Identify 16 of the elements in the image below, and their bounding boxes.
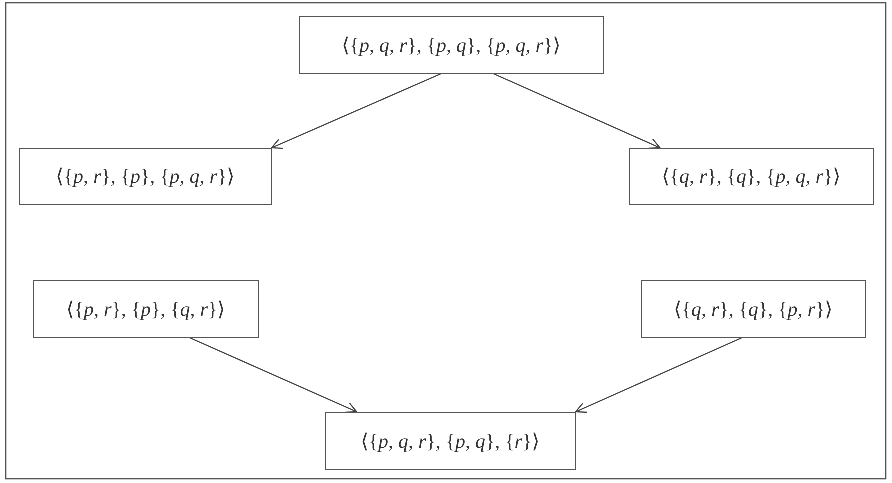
process-box <box>19 148 272 205</box>
tuple-label: ⟨{q, r}, {q}, {p, r}⟩ <box>674 298 834 322</box>
tuple-label: ⟨{p, q, r}, {p, q}, {p, q, r}⟩ <box>342 34 562 58</box>
tuple-label: ⟨{q, r}, {q}, {p, q, r}⟩ <box>662 165 842 189</box>
arrow <box>575 337 742 414</box>
process-box <box>33 280 259 338</box>
process-box <box>299 16 604 74</box>
process-box <box>629 148 874 205</box>
arrow <box>494 73 661 150</box>
tuple-label: ⟨{p, q, r}, {p, q}, {r}⟩ <box>360 430 540 454</box>
process-box <box>641 280 866 338</box>
process-box <box>325 412 576 470</box>
arrow <box>271 73 442 150</box>
arrow <box>190 337 358 414</box>
tuple-label: ⟨{p, r}, {p}, {q, r}⟩ <box>66 298 226 322</box>
tuple-label: ⟨{p, r}, {p}, {p, q, r}⟩ <box>56 165 236 189</box>
